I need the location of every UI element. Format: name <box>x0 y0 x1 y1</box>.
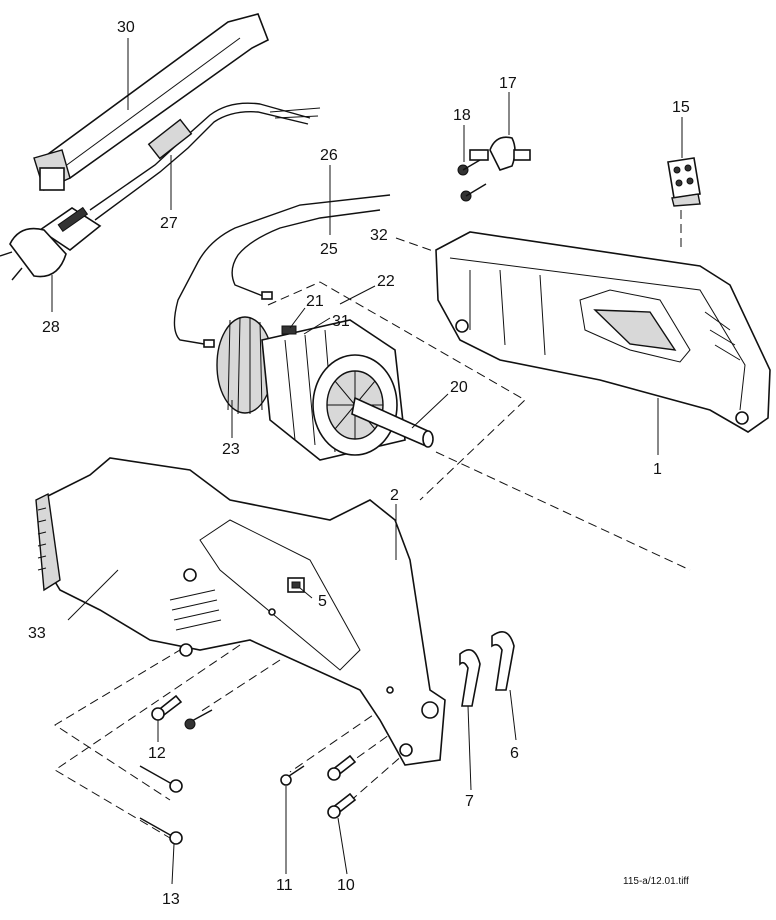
screw-part-10 <box>327 754 357 819</box>
wire-25-part <box>173 194 391 348</box>
handle-half-part-1 <box>435 231 771 433</box>
label-27: 27 <box>160 215 178 232</box>
label-22: 22 <box>377 273 395 290</box>
leader-lines <box>51 38 683 885</box>
label-30: 30 <box>117 19 135 36</box>
label-20: 20 <box>450 379 468 396</box>
label-18: 18 <box>453 107 471 124</box>
label-7: 7 <box>465 793 474 810</box>
label-32: 32 <box>370 227 388 244</box>
switch-part-15 <box>667 157 701 207</box>
label-17: 17 <box>499 75 517 92</box>
label-11: 11 <box>276 877 293 894</box>
power-cord-part <box>89 102 321 221</box>
label-2: 2 <box>390 487 399 504</box>
label-1: 1 <box>653 461 662 478</box>
clip-part-7 <box>459 648 481 707</box>
label-5: 5 <box>318 593 327 610</box>
label-21: 21 <box>306 293 324 310</box>
label-13: 13 <box>162 891 180 908</box>
label-26: 26 <box>320 147 338 164</box>
label-6: 6 <box>510 745 519 762</box>
clamp-part-17 <box>469 136 531 171</box>
label-33: 33 <box>28 625 46 642</box>
label-31: 31 <box>332 313 350 330</box>
screw-part-13 <box>139 765 183 845</box>
label-28: 28 <box>42 319 60 336</box>
label-23: 23 <box>222 441 240 458</box>
label-25: 25 <box>320 241 338 258</box>
label-12: 12 <box>148 745 166 762</box>
part-number-labels: 30 27 28 26 25 22 21 31 20 23 17 18 15 3… <box>28 19 690 908</box>
clip-part-6 <box>491 630 515 691</box>
cable-clamp-bar-part <box>33 13 270 191</box>
label-15: 15 <box>672 99 690 116</box>
file-name-caption: 115-a/12.01.tiff <box>623 876 689 887</box>
screw-part-11 <box>280 765 305 786</box>
screw-part-18 <box>457 159 487 202</box>
motor-assembly-part <box>216 316 434 461</box>
housing-half-part-2 <box>35 457 446 766</box>
screw-part-12 <box>151 694 213 730</box>
plug-part <box>0 206 102 281</box>
label-10: 10 <box>337 877 355 894</box>
